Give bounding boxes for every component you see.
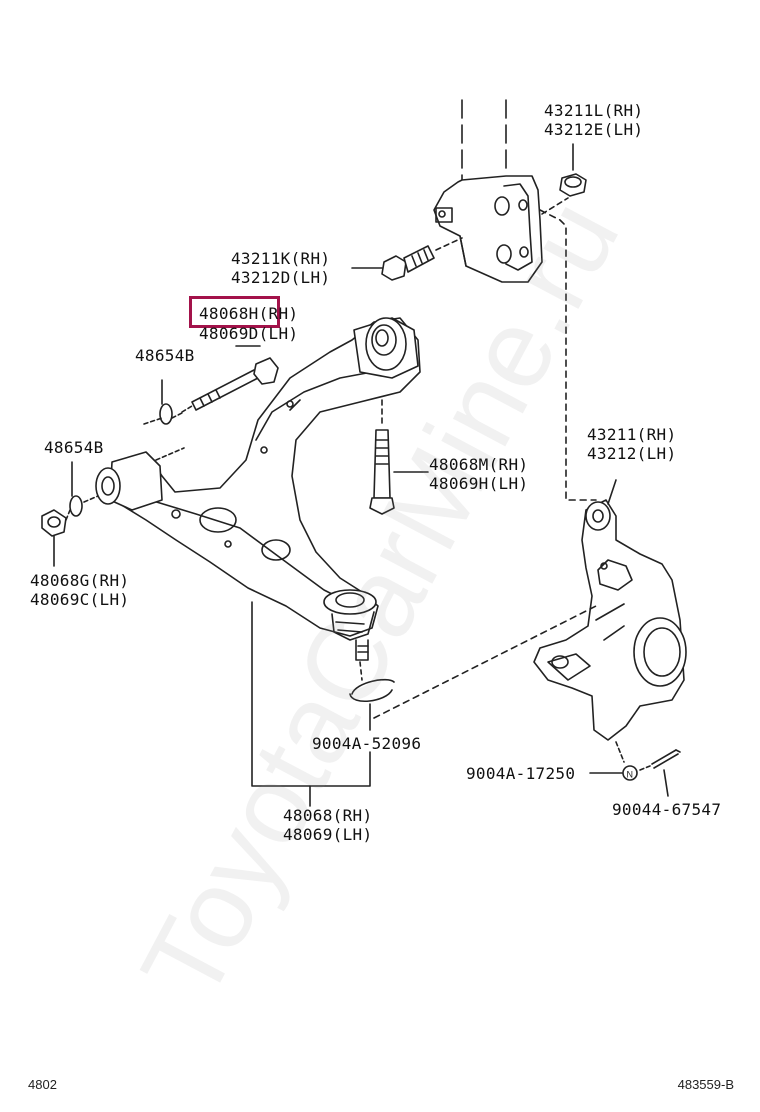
label-strut-bolt-rh[interactable]: 43211K(RH) [231, 249, 331, 268]
front-nut [41, 509, 71, 567]
label-lower-arm-rh[interactable]: 48068(RH) [283, 806, 373, 825]
part-highlight-box [189, 296, 280, 328]
label-rear-bolt-rh[interactable]: 48068M(RH) [429, 455, 529, 474]
label-lower-arm-lh[interactable]: 48069(LH) [283, 825, 373, 844]
label-upper-nut-lh[interactable]: 43212E(LH) [544, 120, 644, 139]
castle-nut: N [615, 741, 638, 781]
highlight-part-number[interactable]: 48068H [199, 304, 259, 323]
label-front-nut-lh[interactable]: 48069C(LH) [30, 590, 130, 609]
label-rear-bolt-lh[interactable]: 48069H(LH) [429, 474, 529, 493]
lower-arm-leader [251, 601, 371, 787]
upper-nut [541, 143, 587, 215]
label-cotter-pin[interactable]: 90044-67547 [612, 800, 722, 819]
label-snap-ring[interactable]: 9004A-52096 [312, 734, 422, 753]
label-washer-lower[interactable]: 48654B [44, 438, 104, 457]
rear-bolt [369, 399, 429, 515]
dashed-assembly-line [539, 209, 597, 501]
label-washer-upper[interactable]: 48654B [135, 346, 195, 365]
label-arm-bolt-lh[interactable]: 48069D(LH) [199, 324, 299, 343]
label-knuckle-lh[interactable]: 43212(LH) [587, 444, 677, 463]
lower-control-arm [95, 317, 421, 637]
highlight-part-side: (RH) [258, 304, 299, 323]
label-knuckle-rh[interactable]: 43211(RH) [587, 425, 677, 444]
washer-upper [143, 379, 185, 425]
washer-lower [69, 447, 185, 517]
ball-joint [323, 589, 377, 661]
label-strut-bolt-lh[interactable]: 43212D(LH) [231, 268, 331, 287]
label-castle-nut[interactable]: 9004A-17250 [466, 764, 576, 783]
strut-bolt [351, 237, 463, 281]
label-upper-nut-rh[interactable]: 43211L(RH) [544, 101, 644, 120]
footer-section-code: 4802 [28, 1077, 57, 1092]
steering-knuckle [533, 479, 687, 741]
footer-illustration-code: 483559-B [677, 1077, 734, 1092]
label-front-nut-rh[interactable]: 48068G(RH) [30, 571, 130, 590]
dashed-assembly-line-2 [373, 605, 597, 719]
front-bolt [181, 345, 279, 413]
label-highlight-part[interactable]: 48068H(RH) [199, 304, 298, 324]
snap-ring [349, 661, 395, 731]
strut-bracket [433, 99, 543, 283]
cotter-pin [639, 749, 681, 797]
svg-text:N: N [627, 770, 634, 780]
